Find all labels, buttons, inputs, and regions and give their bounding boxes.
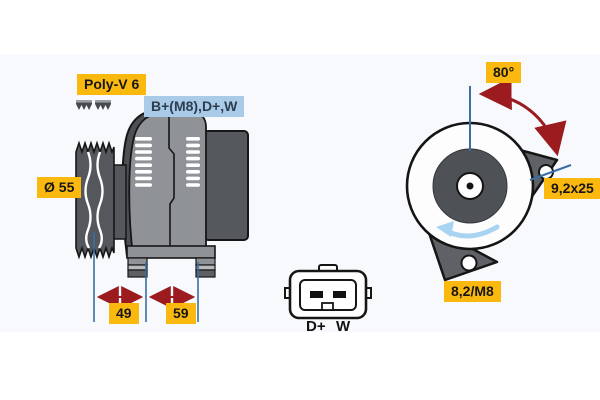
alternator-front-view	[405, 77, 572, 282]
mount-hole-bottom	[460, 254, 478, 272]
alternator-side-view	[75, 100, 249, 322]
pulley-break-line	[84, 151, 92, 249]
shaft-center-dot	[466, 182, 474, 190]
terminals-label: B+(M8),D+,W	[144, 96, 245, 117]
belt-type-label: Poly-V 6	[77, 74, 147, 95]
connector-pin-dplus	[310, 291, 323, 298]
connector-pin-w-label: W	[336, 318, 351, 335]
rotation-arrowhead	[436, 221, 454, 237]
connector-pin-w	[333, 291, 346, 298]
mount-foot-front	[127, 257, 148, 278]
belt-profile-icon	[76, 100, 92, 110]
mount-foot-rear	[195, 257, 216, 278]
pulley-break-line	[96, 151, 104, 249]
pulley	[75, 140, 115, 260]
rotation-arrow	[446, 224, 500, 239]
dimension-59-label: 59	[166, 303, 196, 324]
connector-key-notch	[321, 302, 334, 311]
dimension-49-label: 49	[109, 303, 139, 324]
rear-housing-block	[203, 130, 249, 241]
plug-connector-view	[284, 264, 372, 320]
swing-angle-label: 80°	[486, 62, 522, 83]
bolt-hole-label: 8,2/M8	[444, 281, 501, 302]
swing-angle-arrow	[478, 77, 567, 157]
dimension-extension-lines	[93, 232, 199, 322]
mount-base	[126, 245, 216, 259]
vent-slots	[135, 137, 200, 187]
pulley-diameter-label: Ø 55	[37, 177, 82, 198]
slot-size-label: 9,2x25	[544, 178, 600, 199]
belt-profile-icon	[95, 100, 111, 110]
slot-reference-line	[529, 164, 572, 181]
housing-seam	[168, 113, 175, 256]
connector-pin-dplus-label: D+	[306, 318, 326, 335]
